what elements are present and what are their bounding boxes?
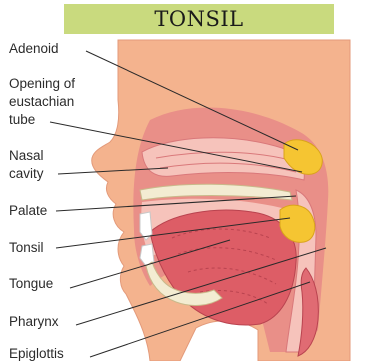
label-eustachian-line3: tube <box>9 112 35 127</box>
label-nasal-line1: Nasal <box>9 148 44 163</box>
label-epiglottis: Epiglottis <box>9 346 64 361</box>
label-adenoid: Adenoid <box>9 41 59 56</box>
label-eustachian-line2: eustachian <box>9 94 74 109</box>
label-nasal-line2: cavity <box>9 166 44 181</box>
label-eustachian-line1: Opening of <box>9 76 75 91</box>
label-pharynx: Pharynx <box>9 314 59 329</box>
label-tongue: Tongue <box>9 276 53 291</box>
label-palate: Palate <box>9 203 47 218</box>
label-tonsil: Tonsil <box>9 240 44 255</box>
